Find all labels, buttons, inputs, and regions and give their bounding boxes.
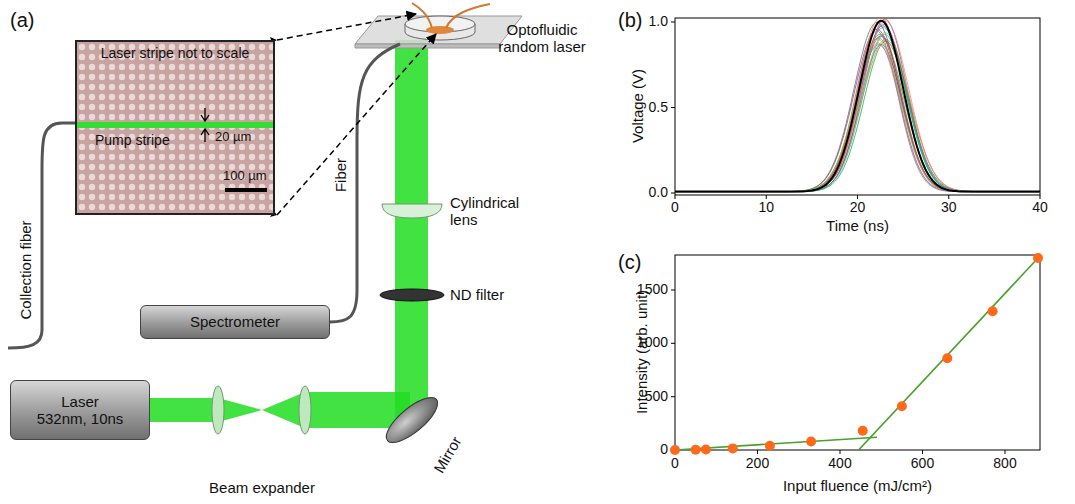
figure-label: ND filter — [450, 287, 504, 304]
figure-label: Fiber — [333, 158, 350, 192]
figure-label: (b) — [618, 9, 642, 31]
pulse-trace — [675, 36, 1040, 192]
figure-label: Cylindrical lens — [450, 195, 530, 228]
cylindrical-lens — [382, 204, 442, 218]
figure-label: Intensity (arb. unit) — [634, 290, 651, 414]
box-label: Laser 532nm, 10ns — [35, 393, 125, 428]
figure-label: 0 — [671, 200, 679, 215]
pulse-trace — [675, 21, 1040, 192]
box-label: Spectrometer — [190, 313, 280, 330]
figure-label: 400 — [828, 456, 851, 471]
figure-label: 200 — [746, 456, 769, 471]
plot-c-axes — [671, 255, 1040, 454]
figure-label: 20 — [850, 200, 866, 215]
collection-fiber — [8, 123, 75, 348]
figure-label: 40 — [1032, 200, 1048, 215]
pulse-trace — [675, 40, 1040, 192]
inset-text: 100 µm — [223, 169, 267, 184]
micrograph-texture — [77, 42, 273, 213]
figure-label: Optofluidic random laser — [492, 22, 592, 55]
pulse-trace — [675, 41, 1040, 191]
figure-label: 30 — [941, 200, 957, 215]
optofluidic-chip — [355, 3, 522, 48]
figure-label: Voltage (V) — [630, 69, 647, 143]
pulse-trace — [675, 33, 1040, 192]
figure-label: 0.0 — [649, 185, 668, 200]
pulse-trace — [675, 39, 1040, 191]
zoom-line — [277, 14, 416, 40]
pulse-trace — [675, 31, 1040, 192]
data-points — [670, 253, 1043, 455]
mirror — [380, 390, 444, 450]
pulse-trace — [675, 21, 1040, 192]
zoom-line — [277, 34, 436, 215]
plot-b-axes — [671, 18, 1040, 199]
figure-label: 1.0 — [649, 14, 668, 29]
pulse-trace — [675, 38, 1040, 192]
fit-lines — [675, 255, 1040, 450]
figure-label: Beam expander — [209, 480, 315, 497]
figure-label: Time (ns) — [826, 218, 889, 235]
figure-label: (a) — [10, 9, 34, 31]
pulse-traces — [675, 18, 1040, 192]
expander-lenses — [212, 386, 311, 434]
figure-label: 10 — [758, 200, 774, 215]
figure-label: (c) — [618, 251, 641, 273]
spectrometer-box: Spectrometer — [140, 305, 330, 339]
pulse-trace — [675, 29, 1040, 191]
figure-label: 0.5 — [649, 100, 668, 115]
figure-label: Input fluence (mJ/cm²) — [783, 478, 932, 495]
inset-micrograph: Laser stripe not to scalePump stripe 20 µ… — [75, 40, 275, 215]
laser-box: Laser 532nm, 10ns — [10, 380, 150, 440]
inset-text: Laser stripe not to scale — [77, 45, 273, 61]
figure-label: 800 — [993, 456, 1016, 471]
fiber — [330, 44, 400, 322]
figure-label: 0 — [660, 442, 668, 457]
inset-text: Pump stripe — [95, 132, 170, 148]
figure-label: 0 — [671, 456, 679, 471]
pulse-trace — [675, 34, 1040, 191]
pulse-trace — [675, 19, 1040, 192]
pulse-trace — [675, 18, 1040, 192]
figure-label: Mirror — [431, 434, 465, 476]
figure-label: 600 — [911, 456, 934, 471]
figure-label: Collection fiber — [18, 220, 35, 319]
nd-filter — [380, 289, 444, 301]
inset-text: 20 µm — [215, 130, 251, 145]
